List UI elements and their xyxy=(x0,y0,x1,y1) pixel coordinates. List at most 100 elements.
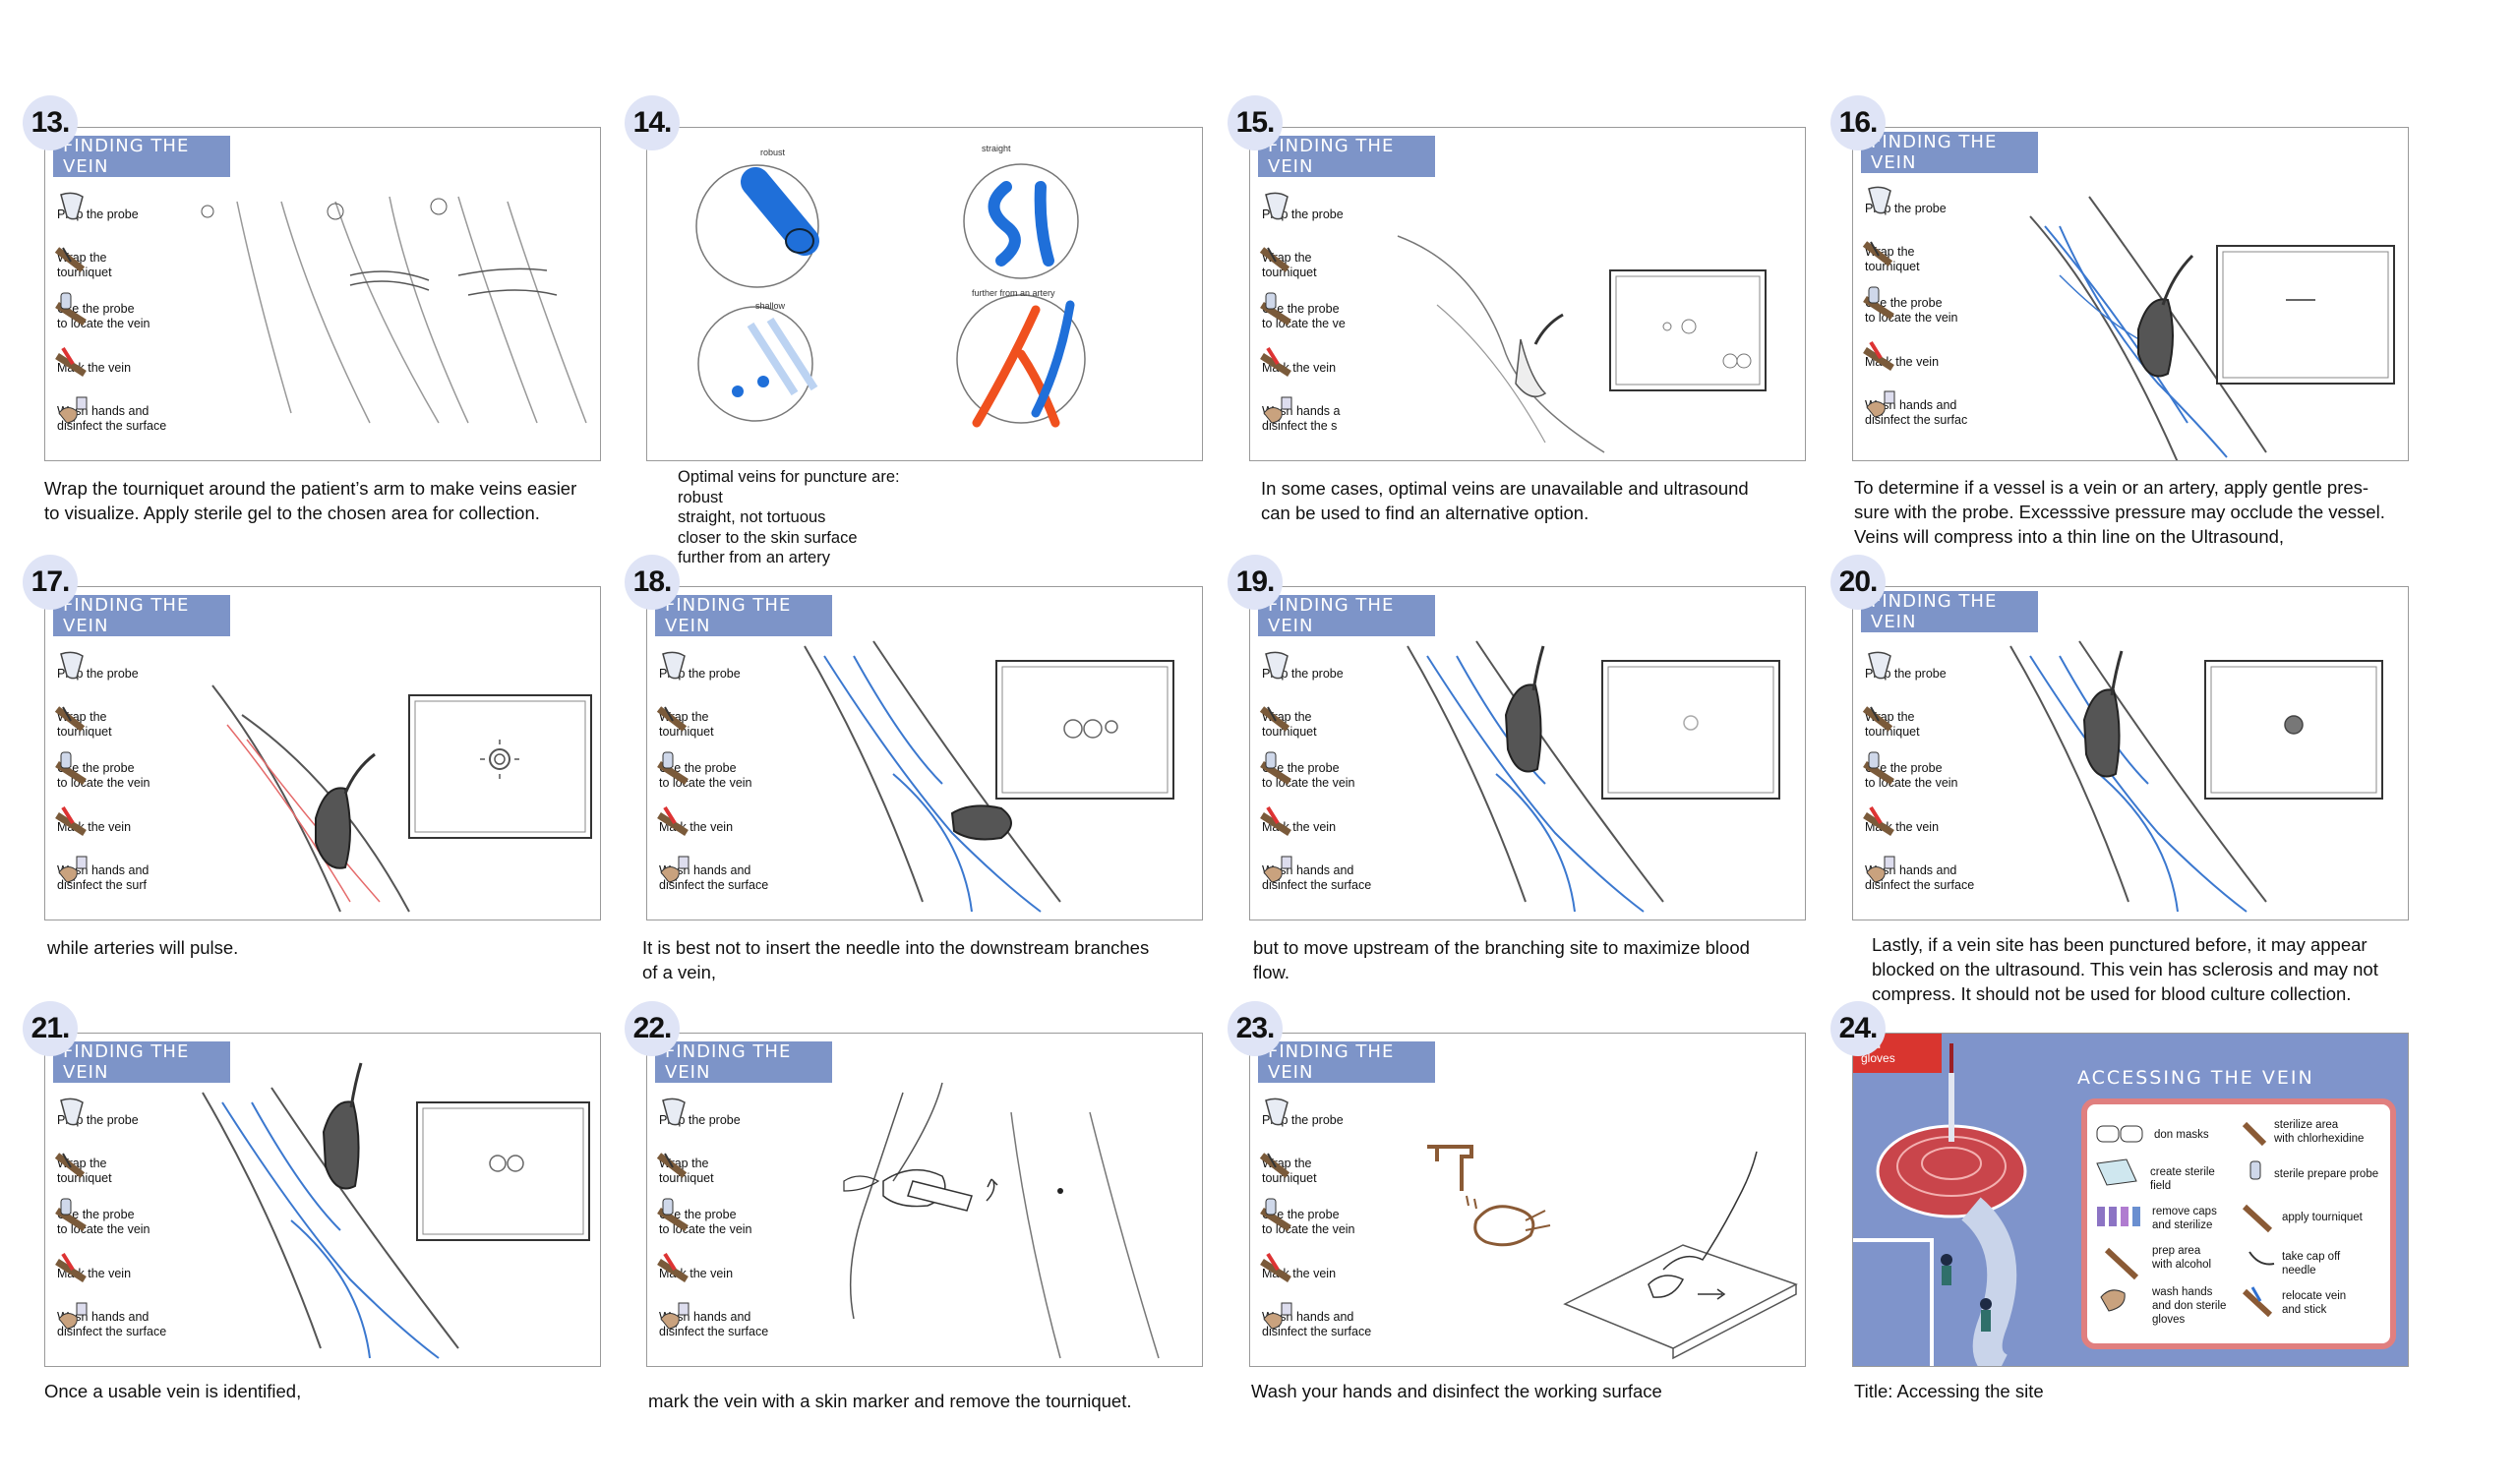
step-prep-probe: Prep the probe xyxy=(53,189,220,240)
step-wash-hands: Wash hands and disinfect the surface xyxy=(53,393,220,445)
marker-icon xyxy=(1260,346,1291,377)
accessing-steps-card: don masks sterilize area with chlorhexid… xyxy=(2081,1098,2396,1349)
wash-hands-icon xyxy=(1263,856,1292,883)
storyboard-frame: robust straight shallow further from an … xyxy=(646,127,1203,461)
wash-hands-icon xyxy=(1263,1302,1292,1330)
wash-hands-icon xyxy=(660,856,689,883)
wash-hands-icon xyxy=(58,1302,88,1330)
usable-vein-sketch xyxy=(202,1062,590,1359)
step-list: Prep the probe Wrap the tourniquet Use t… xyxy=(655,648,822,904)
step-use-probe: Use the probe to locate the vein xyxy=(53,1197,220,1248)
storyboard-frame: FINDING THE VEIN Prep the probe Wrap the… xyxy=(44,1033,601,1367)
mark-vein-remove-tourniquet-sketch xyxy=(843,1082,1160,1359)
probe-icon xyxy=(1868,651,1891,680)
step-mark-vein: Mark the vein xyxy=(1861,336,2028,387)
marker-icon xyxy=(1863,340,1894,371)
step-use-probe: Use the probe to locate the ve xyxy=(1258,291,1425,342)
panel-caption: Wash your hands and disinfect the workin… xyxy=(1251,1381,1662,1401)
probe-icon xyxy=(1265,192,1289,220)
step-mark-vein: Mark the vein xyxy=(1861,801,2028,853)
wash-hands-icon xyxy=(58,396,88,424)
panel-19: 19. FINDING THE VEIN Prep the probe Wrap… xyxy=(1228,555,1806,982)
panel-caption: Title: Accessing the site xyxy=(1854,1381,2044,1401)
step-wash-hands: Wash hands and disinfect the surface xyxy=(1861,853,2028,904)
step-wash-hands: Wash hands and disinfect the surface xyxy=(655,1299,822,1350)
artery-pulse-sketch xyxy=(211,684,592,913)
probe-on-arm-icon xyxy=(1863,751,1894,785)
arm-tourniquet-icon xyxy=(1259,1153,1290,1178)
step-wrap-tourniquet: Wrap the tourniquet xyxy=(1861,234,2028,285)
step-wash-hands: Wash hands and disinfect the surface xyxy=(53,1299,220,1350)
label-straight: straight xyxy=(982,144,1011,153)
panel-20: 20. FINDING THE VEIN Prep the probe Wrap… xyxy=(1830,555,2409,1004)
wash-hands-icon xyxy=(1866,856,1895,883)
step-mark-vein: Mark the vein xyxy=(53,801,220,853)
label-shallow: shallow xyxy=(755,301,786,311)
step-prep-probe: Prep the probe xyxy=(1258,1095,1425,1146)
step-mark-vein: Mark the vein xyxy=(1258,801,1425,853)
header-label: FINDING THE VEIN xyxy=(53,595,230,636)
card-item-take-cap-off: take cap off needle xyxy=(2282,1251,2341,1276)
panel-caption: while arteries will pulse. xyxy=(47,937,239,958)
storyboard-frame: FINDING THE VEIN Prep the probe Wrap the… xyxy=(1249,127,1806,461)
probe-on-arm-icon xyxy=(1260,292,1291,326)
step-wrap-tourniquet: Wrap the tourniquet xyxy=(1861,699,2028,750)
downstream-branch-sketch xyxy=(804,640,1174,913)
step-list: Prep the probe Wrap the tourniquet Use t… xyxy=(53,648,220,904)
storyboard-frame: FINDING THE VEIN Prep the probe Wrap the… xyxy=(1249,586,1806,920)
probe-on-arm-icon xyxy=(657,1198,689,1231)
probe-on-arm-icon xyxy=(1260,751,1291,785)
panel-caption: In some cases, optimal veins are unavail… xyxy=(1261,478,1749,523)
panel-number: 20. xyxy=(1830,555,1886,610)
probe-icon xyxy=(60,192,84,220)
card-item-wash-gloves: wash hands and don sterile gloves xyxy=(2152,1286,2227,1326)
card-item-apply-tourniquet: apply tourniquet xyxy=(2282,1212,2363,1223)
sclerosis-vein-sketch xyxy=(2009,640,2383,913)
step-wrap-tourniquet: Wrap the tourniquet xyxy=(1258,240,1425,291)
step-mark-vein: Mark the vein xyxy=(53,342,220,393)
step-prep-probe: Prep the probe xyxy=(1258,189,1425,240)
step-prep-probe: Prep the probe xyxy=(655,648,822,699)
panel-13: 13. FINDING THE VEIN Prep the probe Wrap… xyxy=(23,95,601,523)
storyboard-frame: FINDING THE VEIN Prep the probe Wrap the… xyxy=(1852,586,2409,920)
panel-number: 14. xyxy=(625,95,680,150)
panel-caption: Once a usable vein is identified, xyxy=(44,1381,302,1401)
storyboard-frame: and gloves ACCESSING THE VEIN don masks … xyxy=(1852,1033,2409,1367)
panel-18: 18. FINDING THE VEIN Prep the probe Wrap… xyxy=(625,555,1203,982)
probe-on-arm-icon xyxy=(55,1198,87,1231)
panel-15: 15. FINDING THE VEIN Prep the probe Wrap… xyxy=(1228,95,1806,523)
step-wash-hands: Wash hands and disinfect the surface xyxy=(1258,853,1425,904)
header-label: FINDING THE VEIN xyxy=(1258,136,1435,177)
arm-ultrasound-sketch xyxy=(1397,235,1767,453)
step-prep-probe: Prep the probe xyxy=(1861,648,2028,699)
panel-number: 21. xyxy=(23,1001,78,1056)
step-list: Prep the probe Wrap the tourniquet Use t… xyxy=(1258,189,1425,445)
label-robust: robust xyxy=(760,148,786,157)
step-prep-probe: Prep the probe xyxy=(1861,183,2028,234)
accessing-vein-title: ACCESSING THE VEIN xyxy=(2077,1067,2314,1089)
optimal-veins-diagram xyxy=(695,163,1086,428)
gloves-icon xyxy=(2100,1289,2126,1312)
step-use-probe: Use the probe to locate the vein xyxy=(53,291,220,342)
panel-caption: To determine if a vessel is a vein or an… xyxy=(1854,477,2385,547)
step-wrap-tourniquet: Wrap the tourniquet xyxy=(1258,1146,1425,1197)
card-item-don-masks: don masks xyxy=(2154,1129,2209,1141)
step-prep-probe: Prep the probe xyxy=(53,1095,220,1146)
panel-17: 17. FINDING THE VEIN Prep the probe Wrap… xyxy=(23,555,601,958)
panel-number: 15. xyxy=(1228,95,1283,150)
panel-caption: Lastly, if a vein site has been puncture… xyxy=(1872,934,2378,1004)
header-label: FINDING THE VEIN xyxy=(655,1041,832,1083)
step-wash-hands: Wash hands and disinfect the surf xyxy=(53,853,220,904)
panel-number: 22. xyxy=(625,1001,680,1056)
header-label: FINDING THE VEIN xyxy=(1861,132,2038,173)
header-label: FINDING THE VEIN xyxy=(655,595,832,636)
panel-16: 16. FINDING THE VEIN Prep the probe Wrap… xyxy=(1830,95,2409,547)
storyboard-frame: FINDING THE VEIN Prep the probe Wrap the… xyxy=(44,586,601,920)
step-wrap-tourniquet: Wrap the tourniquet xyxy=(53,240,220,291)
marker-icon xyxy=(55,805,87,836)
marker-icon xyxy=(55,1252,87,1282)
header-label: FINDING THE VEIN xyxy=(53,1041,230,1083)
sterile-field-icon xyxy=(2096,1158,2137,1186)
step-prep-probe: Prep the probe xyxy=(655,1095,822,1146)
card-item-relocate-vein: relocate vein and stick xyxy=(2282,1290,2347,1316)
